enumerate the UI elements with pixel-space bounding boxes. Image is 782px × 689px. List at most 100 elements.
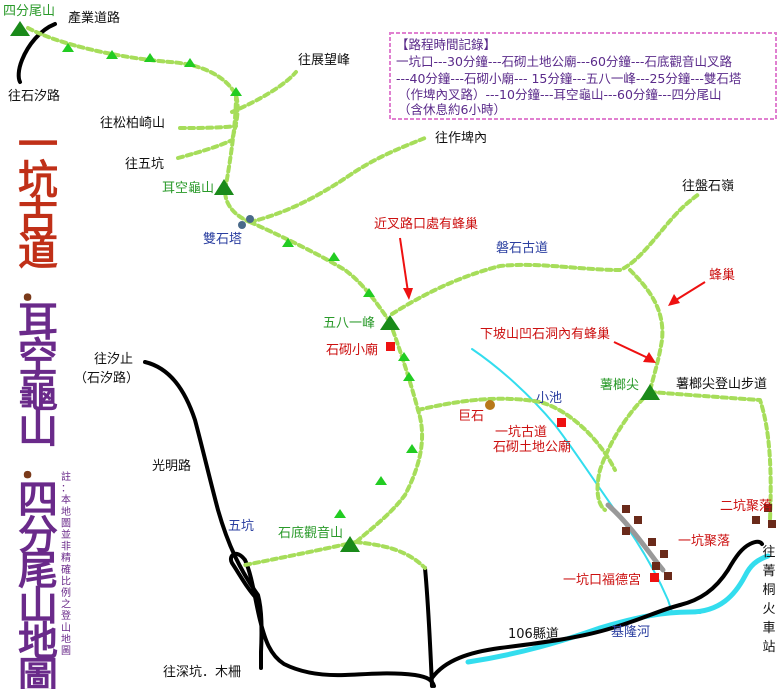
yikeng-village-houses — [622, 505, 672, 580]
record-line-2: ---40分鐘---石砌小廟--- 15分鐘---五八一峰---25分鐘---雙… — [396, 71, 742, 86]
trail-panshi-to-zhangqijian — [628, 268, 665, 394]
title-char: 山 — [18, 583, 58, 630]
title-char: 地 — [18, 618, 58, 665]
marker-icon — [184, 58, 196, 67]
keelung-river — [465, 553, 771, 665]
marker-icon — [406, 444, 418, 453]
title-char: 道 — [18, 228, 58, 275]
label-to-shixi-road: 往石汐路 — [8, 88, 60, 104]
label-to-wukeng: 往五坑 — [125, 157, 164, 172]
marker-icon — [144, 53, 156, 62]
disclaimer-char: 之 — [61, 598, 71, 611]
label-wubayifeng: 五八一峰 — [323, 316, 375, 331]
title-char: 圖 — [18, 654, 58, 689]
title-char: 山 — [18, 405, 58, 452]
arrow-head-icon — [643, 352, 656, 363]
disclaimer-char: 山 — [61, 622, 71, 634]
label-yikengkou-temple: 一坑口福德宮 — [563, 572, 641, 588]
title-char: 四 — [18, 476, 58, 523]
label-to-shenkeng: 往深坑．木柵 — [163, 665, 241, 680]
peak-guanyinshan-icon — [340, 536, 360, 552]
jingtong-char: 車 — [762, 621, 775, 636]
title-char: ． — [18, 263, 58, 310]
record-line-1: 一坑口---30分鐘---石砌土地公廟---60分鐘---石底觀音山叉路 — [396, 54, 732, 69]
label-zhangqijian-trail: 薯榔尖登山步道 — [676, 377, 767, 392]
disclaimer-char: 註 — [61, 471, 71, 483]
temples — [386, 342, 659, 582]
trails — [26, 26, 773, 570]
title-char: 空 — [18, 334, 58, 381]
marker-icon — [106, 50, 118, 59]
jingtong-road — [678, 539, 764, 607]
title-char: 耳 — [18, 299, 58, 346]
disclaimer-char: 登 — [61, 609, 71, 622]
arrows — [399, 237, 706, 363]
arrow-head-icon — [403, 288, 413, 300]
trail-songbai — [178, 124, 238, 130]
label-to-panshiling: 往盤石嶺 — [682, 179, 734, 194]
peaks — [10, 21, 660, 552]
trail-jushi — [416, 396, 617, 472]
trail-zhanwang — [230, 70, 298, 114]
title-char: 古 — [18, 192, 58, 239]
title-char: 坑 — [18, 157, 58, 204]
label-to-zuopinei: 往作埤內 — [435, 130, 487, 146]
record-heading: 【路程時間記錄】 — [396, 37, 496, 52]
temple-tudigong-icon — [557, 418, 566, 427]
title-char: 一 — [18, 121, 58, 168]
peak-581-icon — [380, 315, 400, 330]
label-panshi-trail: 磐石古道 — [496, 241, 548, 256]
disclaimer-char: 圖 — [61, 645, 71, 657]
yikeng-road-gray — [605, 502, 666, 573]
disclaimer-char: ： — [61, 484, 71, 495]
wukeng-road — [229, 551, 436, 688]
jingtong-char: 火 — [762, 602, 775, 617]
peak-sifenweishan-icon — [10, 21, 30, 36]
industrial-road — [16, 22, 57, 84]
label-xizhi-sub: （石汐路） — [74, 370, 139, 386]
title-char: 尾 — [18, 547, 58, 594]
guangming-road — [143, 360, 264, 670]
title-char: 分 — [18, 512, 58, 559]
note-bee-nest: 蜂巢 — [709, 268, 735, 283]
marker-icon — [398, 352, 410, 361]
label-shidi-guanyinshan: 石底觀音山 — [278, 525, 343, 541]
disclaimer-char: 非 — [61, 541, 71, 553]
label-to-songbaiqi: 往松柏崎山 — [100, 116, 165, 131]
record-line-4: （含休息約6小時） — [398, 102, 506, 117]
jingtong-char: 站 — [762, 640, 775, 655]
erkeng-village-houses — [752, 504, 776, 528]
disclaimer-char: 圖 — [61, 517, 71, 529]
trail-panshi — [390, 191, 702, 316]
label-to-zhanwangfeng: 往展望峰 — [298, 52, 350, 68]
disclaimer-char: 比 — [61, 575, 71, 587]
label-yikeng-trail-2: 石砌土地公廟 — [493, 439, 571, 455]
trail-zhangqijian-east — [648, 390, 773, 522]
arrow-head-icon — [668, 294, 680, 306]
disclaimer-char: 地 — [61, 505, 71, 518]
roads — [16, 22, 764, 688]
disclaimer-char: 確 — [61, 563, 71, 576]
twin-towers-icon — [238, 215, 254, 229]
label-chanye-road: 產業道路 — [68, 10, 120, 26]
marker-icon — [62, 43, 74, 52]
temple-small-icon — [386, 342, 395, 351]
label-wukeng: 五坑 — [228, 519, 254, 534]
temple-fudegong-icon — [650, 573, 659, 582]
disclaimer-char: 精 — [61, 551, 71, 564]
disclaimer-char: 並 — [61, 528, 71, 541]
disclaimer-char: 地 — [61, 632, 71, 645]
label-guangming-road: 光明路 — [152, 458, 191, 474]
trail-markers — [62, 43, 418, 518]
label-jushi: 巨石 — [458, 409, 484, 424]
trail-wukeng — [176, 138, 234, 160]
record-line-3: （作埤內叉路）---10分鐘---耳空龜山---60分鐘---四分尾山 — [398, 87, 721, 102]
jingtong-char: 菁 — [762, 564, 775, 579]
title-char: 龜 — [18, 370, 58, 417]
note-bee-nest-cave: 下坡山凹石洞內有蜂巢 — [480, 327, 610, 342]
marker-icon — [363, 288, 375, 297]
